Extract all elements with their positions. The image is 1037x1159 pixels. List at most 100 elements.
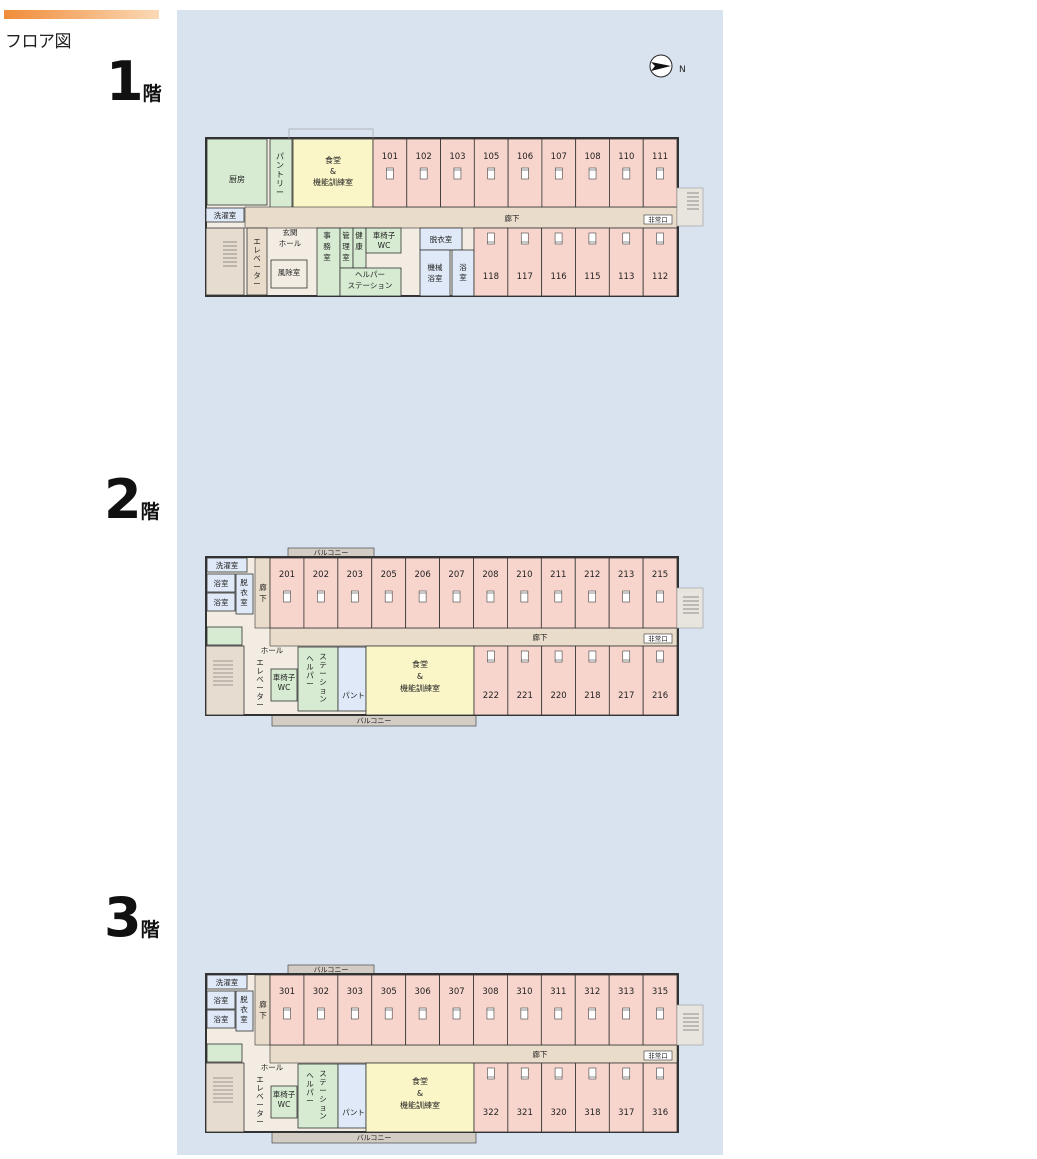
side-corridor-label: 廊 <box>259 582 267 592</box>
helper-station-label: パ <box>306 1088 314 1097</box>
bath-1-label: 浴室 <box>214 578 229 588</box>
hall-label: ホール <box>261 646 284 655</box>
room-number-208: 208 <box>482 570 498 580</box>
machine-bath <box>419 249 451 297</box>
bed <box>317 1007 325 1020</box>
bed <box>283 590 291 603</box>
bed <box>656 650 664 663</box>
pantry <box>337 1063 367 1129</box>
room-number-217: 217 <box>618 691 634 701</box>
balcony-top-label: バルコニー <box>314 549 349 557</box>
bed <box>283 1007 291 1020</box>
laundry-room <box>205 207 245 223</box>
dressing-room-label: 脱 <box>240 994 248 1004</box>
wheelchair-wc-label: 車椅子 <box>273 672 296 682</box>
bed <box>588 590 597 603</box>
guest-room-111 <box>642 138 678 208</box>
guest-room-116 <box>541 227 576 297</box>
laundry-label: 洗濯室 <box>214 210 237 220</box>
guest-room-211 <box>540 557 576 629</box>
room-number-203: 203 <box>347 570 363 580</box>
room-number-317: 317 <box>618 1108 634 1118</box>
elevator-label: ー <box>256 1118 264 1127</box>
side-corridor <box>254 557 271 629</box>
room-number-115: 115 <box>584 272 600 282</box>
room-number-321: 321 <box>517 1108 533 1118</box>
room-number-201: 201 <box>279 570 295 580</box>
helper-station-label: ン <box>319 1112 327 1121</box>
pantry-label: ー <box>276 188 284 197</box>
bed <box>350 590 359 603</box>
dressing-room-label: 室 <box>240 597 248 607</box>
laundry-label: 洗濯室 <box>216 977 239 987</box>
corridor <box>269 1044 678 1064</box>
laundry-room <box>206 557 248 573</box>
bath-room-1 <box>206 990 236 1010</box>
bed <box>486 590 495 603</box>
bed <box>521 167 529 180</box>
room-number-213: 213 <box>618 570 634 580</box>
bed <box>452 1007 461 1020</box>
dining-label: 食堂 <box>412 659 428 669</box>
pantry-label: パ <box>276 152 284 161</box>
elevator-label: タ <box>253 271 261 280</box>
kitchen-label: 厨房 <box>229 174 245 184</box>
bed <box>588 650 597 663</box>
guest-room-218 <box>575 645 610 716</box>
helper-station-label: ー <box>306 1097 314 1106</box>
exterior-stair <box>676 1004 704 1046</box>
elevator-label: エ <box>256 658 264 667</box>
balcony-bottom-label: バルコニー <box>357 1134 392 1142</box>
pantry-label: パントリー <box>342 691 380 700</box>
side-corridor-label: 下 <box>259 1011 267 1020</box>
emergency-exit <box>643 633 673 644</box>
dining-label: 機能訓練室 <box>400 1100 440 1110</box>
bed <box>419 167 428 180</box>
machine-bath-label: 浴室 <box>428 273 443 283</box>
wind-room <box>270 259 308 289</box>
stairwell <box>205 1062 245 1133</box>
office-label: 室 <box>323 252 331 262</box>
helper-station-label: ス <box>319 652 327 661</box>
elevator-label: ベ <box>256 1092 264 1101</box>
manager-room-label: 理 <box>342 242 350 251</box>
bath-room-2 <box>206 1009 236 1029</box>
wheelchair-wc-label: WC <box>278 1100 291 1109</box>
pantry-label: ト <box>276 170 284 179</box>
bed <box>520 650 529 663</box>
room-number-313: 313 <box>618 987 634 997</box>
room-number-102: 102 <box>416 152 432 162</box>
compass-arrow-icon <box>651 62 671 71</box>
bed <box>350 1007 359 1020</box>
accent-bar <box>4 10 159 19</box>
bed <box>656 167 664 180</box>
bed <box>452 590 461 603</box>
room-number-316: 316 <box>652 1108 668 1118</box>
wheelchair-wc-label: WC <box>278 683 291 692</box>
bed <box>486 1007 495 1020</box>
bed <box>588 1007 597 1020</box>
office-label: 事 <box>323 230 331 240</box>
room-number-310: 310 <box>516 987 532 997</box>
laundry-label: 洗濯室 <box>216 560 239 570</box>
room-number-307: 307 <box>448 987 464 997</box>
helper-station-label: シ <box>319 678 327 687</box>
elevator-label: ベ <box>256 675 264 684</box>
room-number-218: 218 <box>584 691 600 701</box>
room-number-207: 207 <box>448 570 464 580</box>
bath-label: 浴 <box>459 262 467 272</box>
exterior-stair <box>676 187 704 227</box>
bath-1-label: 浴室 <box>214 995 229 1005</box>
dining-room <box>365 645 475 716</box>
room-number-315: 315 <box>652 987 668 997</box>
helper-station-label: ー <box>319 669 327 678</box>
elevator-label: レ <box>256 667 264 676</box>
elevator <box>246 227 268 296</box>
dressing-room-label: 衣 <box>240 587 248 597</box>
guest-room-205 <box>371 557 407 629</box>
bed <box>554 1007 563 1020</box>
